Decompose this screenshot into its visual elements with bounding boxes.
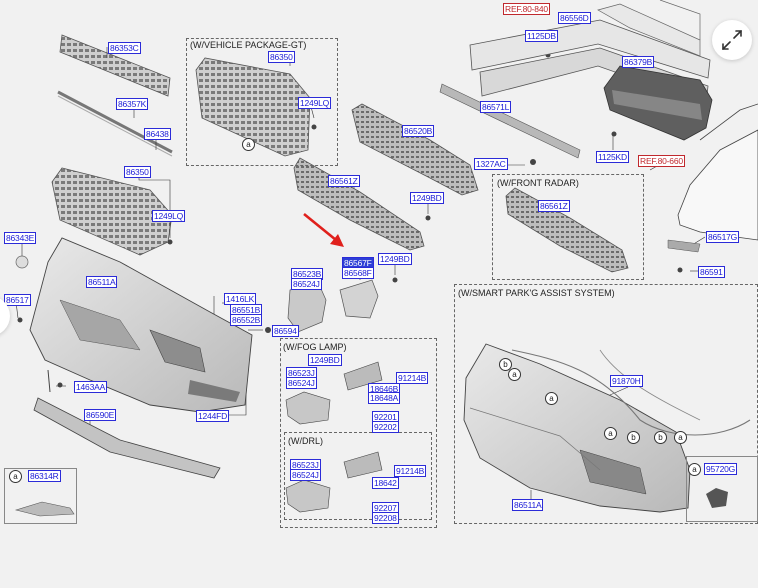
reference-link[interactable]: REF.80-660 (638, 155, 685, 167)
section-frame-fog (280, 338, 437, 528)
section-title-spas: (W/SMART PARK'G ASSIST SYSTEM) (458, 288, 615, 298)
part-label[interactable]: 95720G (704, 463, 738, 475)
expand-button[interactable] (712, 20, 752, 60)
part-label[interactable]: 1125DB (525, 30, 558, 42)
part-label[interactable]: 92202 (372, 421, 399, 433)
part-label[interactable]: 91870H (610, 375, 643, 387)
red-arrow-indicator (303, 212, 344, 247)
callout-a: a (508, 368, 521, 381)
part-label[interactable]: 1327AC (474, 158, 508, 170)
part-label[interactable]: 86350 (124, 166, 151, 178)
part-label[interactable]: 86590E (84, 409, 117, 421)
part-label[interactable]: 86511A (86, 276, 118, 288)
part-label[interactable]: 86517G (706, 231, 740, 243)
part-label[interactable]: 92207 (372, 502, 399, 514)
part-label[interactable]: 86568F (342, 267, 374, 279)
part-label[interactable]: 86561Z (538, 200, 570, 212)
section-frame-radar (492, 174, 644, 280)
part-label[interactable]: 86571L (480, 101, 512, 113)
part-label[interactable]: 1249LQ (298, 97, 332, 109)
callout-b: b (627, 431, 640, 444)
part-label[interactable]: 86556D (558, 12, 591, 24)
part-label[interactable]: 86524J (291, 278, 322, 290)
reference-link[interactable]: REF.80-840 (503, 3, 550, 15)
part-label[interactable]: 86591 (698, 266, 725, 278)
part-label[interactable]: 91214B (396, 372, 429, 384)
part-label[interactable]: 86517 (4, 294, 31, 306)
callout-a: a (604, 427, 617, 440)
section-frame-thumb (4, 468, 77, 524)
part-label[interactable]: 18648A (368, 392, 401, 404)
expand-arrows-icon (722, 30, 742, 50)
part-label[interactable]: 1249BD (410, 192, 444, 204)
part-label[interactable]: 86511A (512, 499, 544, 511)
part-label[interactable]: 92208 (372, 512, 399, 524)
part-label[interactable]: 86552B (230, 314, 263, 326)
callout-a: a (9, 470, 22, 483)
part-label[interactable]: 86520B (402, 125, 435, 137)
part-label[interactable]: 1244FD (196, 410, 230, 422)
part-label[interactable]: 1249BD (308, 354, 342, 366)
part-label[interactable]: 86524J (290, 469, 321, 481)
section-title-drl: (W/DRL) (288, 436, 323, 446)
section-title-fog: (W/FOG LAMP) (283, 342, 347, 352)
callout-b: b (654, 431, 667, 444)
section-frame-gt (186, 38, 338, 166)
part-label[interactable]: 86343E (4, 232, 37, 244)
part-label[interactable]: 86524J (286, 377, 317, 389)
section-title-gt: (W/VEHICLE PACKAGE-GT) (190, 40, 307, 50)
part-label[interactable]: 1249BD (378, 253, 412, 265)
part-label[interactable]: 86561Z (328, 175, 360, 187)
part-label[interactable]: 86353C (108, 42, 141, 54)
part-label[interactable]: 86314R (28, 470, 61, 482)
part-label[interactable]: 1125KD (596, 151, 629, 163)
part-label[interactable]: 86357K (116, 98, 149, 110)
callout-a: a (242, 138, 255, 151)
part-label[interactable]: 1463AA (74, 381, 108, 393)
section-title-radar: (W/FRONT RADAR) (497, 178, 579, 188)
section-divider-sensor (686, 456, 758, 457)
part-label[interactable]: 86350 (268, 51, 295, 63)
part-label[interactable]: 1249LQ (152, 210, 186, 222)
part-label[interactable]: 91214B (394, 465, 427, 477)
part-label[interactable]: 86594 (272, 325, 299, 337)
part-label[interactable]: 86379B (622, 56, 655, 68)
section-frame-drl (284, 432, 432, 520)
previous-button[interactable] (0, 296, 10, 336)
callout-b: b (499, 358, 512, 371)
part-label[interactable]: 18642 (372, 477, 399, 489)
callout-a: a (674, 431, 687, 444)
part-label[interactable]: 86438 (144, 128, 171, 140)
callout-a: a (545, 392, 558, 405)
callout-a: a (688, 463, 701, 476)
